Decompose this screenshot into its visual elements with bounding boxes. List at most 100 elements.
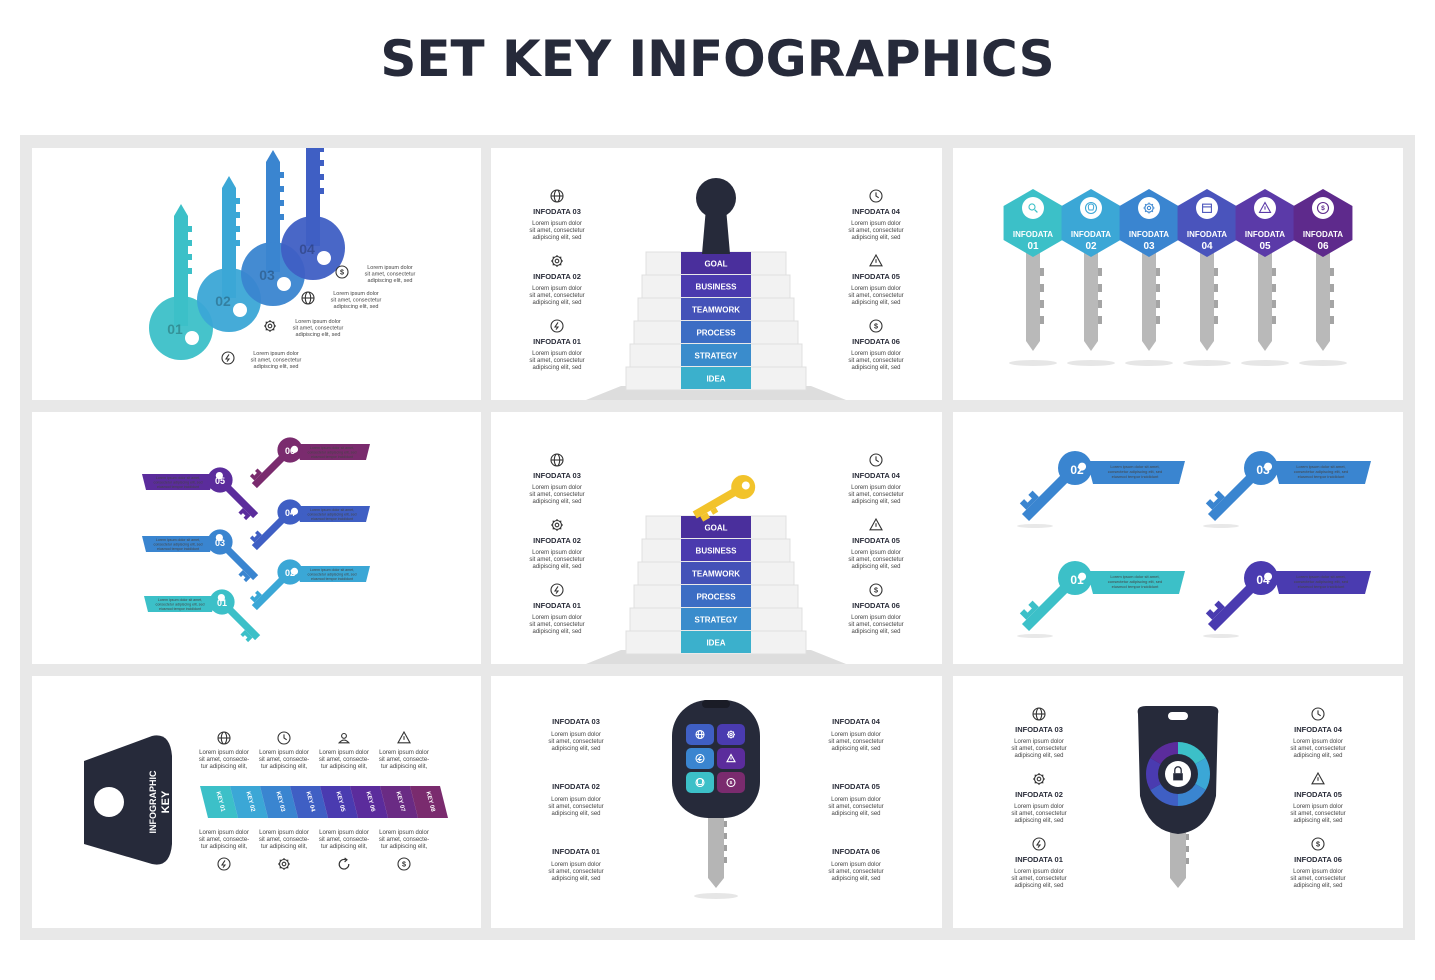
key-number: 04: [285, 508, 295, 518]
lorem-text: sit amet, consectetur: [1290, 811, 1345, 817]
lorem-text: sit amet, consectetur: [548, 739, 603, 745]
quad-key-02: Lorem ipsum dolor sit amet,consectetur a…: [1017, 451, 1185, 528]
lorem-text: Lorem ipsum dolor: [1293, 869, 1343, 875]
key-tip: [708, 878, 724, 888]
key-tooth: [700, 512, 711, 522]
globe-icon: [1032, 707, 1046, 721]
bolt-icon: [221, 351, 235, 365]
key-hole: [215, 471, 223, 480]
lorem-text: consectetur adipiscing elit, sed: [308, 513, 357, 517]
key-number: 01: [167, 321, 183, 337]
lorem-text: sit amet, consectetur: [529, 557, 584, 563]
key-blade: [1200, 253, 1214, 341]
key-tooth: [1272, 300, 1276, 308]
lorem-text: Lorem ipsum dolor: [851, 485, 901, 491]
key-shape: [1019, 561, 1092, 632]
fob-slot: [1168, 712, 1188, 720]
lorem-text: adipiscing elit, sed: [532, 235, 581, 241]
dollar-icon: $: [869, 583, 883, 597]
key-blade: [1316, 253, 1330, 341]
infodata-title: INFODATA 01: [1015, 855, 1063, 864]
lorem-text: Lorem ipsum dolor: [253, 351, 299, 357]
stair-label-business: BUSINESS: [696, 547, 738, 556]
key-shadow: [1125, 360, 1173, 366]
lorem-text: sit amet, consectetur: [848, 228, 903, 234]
key-tooth: [188, 268, 192, 274]
svg-text:$: $: [874, 585, 878, 594]
warning-icon: [397, 730, 411, 744]
key-shaft: [1021, 470, 1073, 522]
key-shadow: [1017, 634, 1053, 638]
key-hole: [233, 303, 247, 317]
lorem-text: sit amet, consectetur: [529, 293, 584, 299]
hex-number: 02: [1085, 241, 1097, 252]
lorem-text: adipiscing elit, sed: [1014, 883, 1063, 889]
key-tooth: [1040, 316, 1044, 324]
key-shadow: [1299, 360, 1347, 366]
stair-label-process: PROCESS: [696, 593, 736, 602]
lorem-text: Lorem ipsum dolor: [199, 750, 249, 756]
infodata-title: INFODATA 04: [852, 207, 901, 216]
lock-icon: [1173, 766, 1183, 781]
panel-diagonal-keys: Lorem ipsum dolor sit amet,consectetur a…: [32, 412, 481, 664]
warning-icon: [726, 753, 736, 763]
lorem-text: Lorem ipsum dolor: [851, 286, 901, 292]
key-tooth: [1186, 846, 1189, 852]
key-shadow: [1067, 360, 1115, 366]
gold-key: [692, 475, 756, 522]
lorem-text: tur adipiscing elit,: [201, 764, 248, 770]
key-head: [207, 467, 233, 493]
key-hole: [290, 567, 299, 575]
key-tooth: [1272, 284, 1276, 292]
key-teeth: [249, 530, 262, 543]
key-blade: [1084, 253, 1098, 341]
key-teeth: [240, 630, 253, 643]
lorem-text: Lorem ipsum dolor: [379, 750, 429, 756]
lorem-text: adipiscing elit, sed: [1293, 883, 1342, 889]
infodata-title: INFODATA 06: [1294, 855, 1342, 864]
lorem-text: adipiscing elit, sed: [532, 365, 581, 371]
key-shape: [1205, 561, 1278, 632]
key-tooth: [236, 198, 240, 204]
key-tip: [1026, 341, 1040, 351]
key-tooth: [724, 857, 727, 863]
lorem-text: sit amet, consectetur: [548, 869, 603, 875]
lorem-text: adipiscing elit, sed: [532, 564, 581, 570]
quad-keys-svg: Lorem ipsum dolor sit amet,consectetur a…: [1017, 451, 1371, 638]
svg-text:$: $: [402, 859, 406, 868]
lorem-text: adipiscing elit, sed: [1293, 818, 1342, 824]
stair-step: [681, 585, 751, 607]
warning-icon: [1258, 201, 1272, 213]
key-tooth: [188, 254, 192, 260]
lorem-text: sit amet, consecte-: [259, 757, 309, 763]
lorem-text: eiusmod tempor incididunt: [311, 517, 353, 521]
key-segment: [260, 786, 298, 818]
lorem-text: adipiscing elit, sed: [551, 876, 600, 882]
lorem-text: Lorem ipsum dolor: [259, 750, 309, 756]
lorem-text: Lorem ipsum dolor: [532, 550, 582, 556]
lorem-text: adipiscing elit, sed: [831, 876, 880, 882]
lorem-text: Lorem ipsum dolor: [831, 797, 881, 803]
key-hole: [1264, 572, 1273, 581]
key-head: [277, 499, 303, 525]
lorem-text: adipiscing elit, sed: [851, 235, 900, 241]
lorem-text: sit amet, consectetur: [848, 557, 903, 563]
key-bow: [84, 735, 172, 865]
key-segment: [290, 786, 328, 818]
key-segment: [380, 786, 418, 818]
stair-label-strategy: STRATEGY: [695, 352, 739, 361]
key-shadow: [1203, 634, 1239, 638]
vertical-key-04: 04: [281, 148, 345, 280]
key-shape: [249, 559, 303, 611]
stair-step: [681, 539, 751, 561]
lorem-text: Lorem ipsum dolor: [1014, 869, 1064, 875]
key-segment-label: KEY 02: [244, 791, 255, 813]
key-tip: [174, 204, 188, 216]
fob-button: [686, 772, 714, 793]
